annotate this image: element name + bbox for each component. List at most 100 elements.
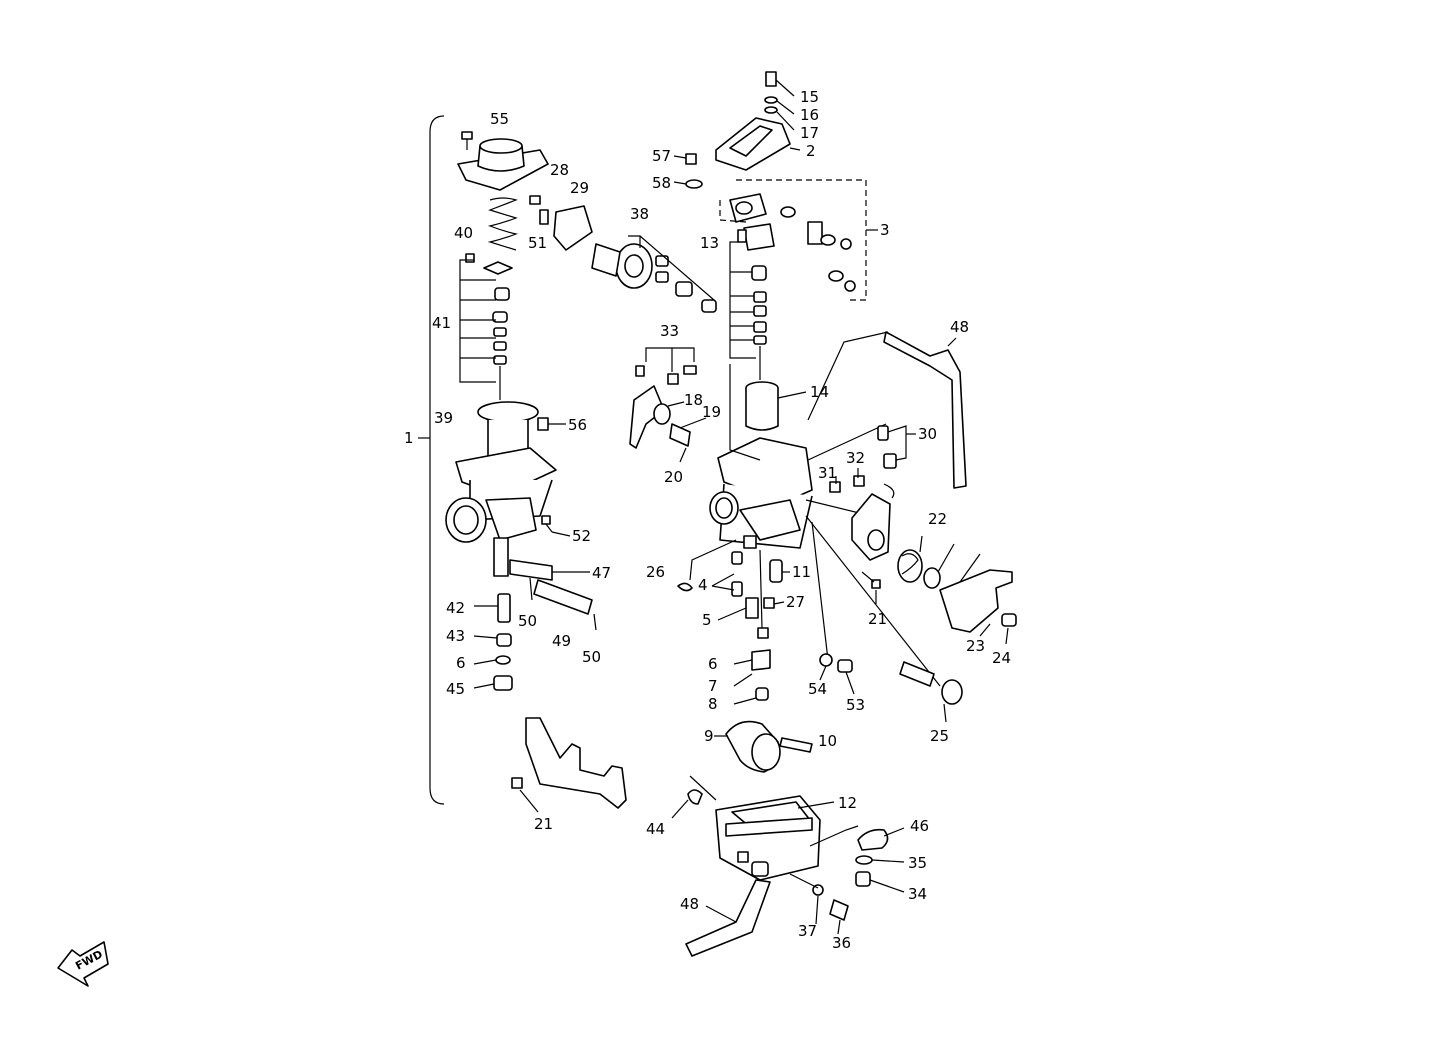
callout-6: 6 [456,654,466,672]
throttle-pieces-28-29 [529,195,593,251]
callout-23: 23 [966,637,985,655]
float-9 [725,720,781,773]
callout-33: 33 [660,322,679,340]
screw-52 [541,515,553,533]
callout-40: 40 [454,224,473,242]
callout-9: 9 [704,727,714,745]
callout-29: 29 [570,179,589,197]
callout-4: 4 [698,576,708,594]
callout-49: 49 [552,632,571,650]
carburetor-body-center [709,437,813,549]
callout-41: 41 [432,314,451,332]
callout-25: 25 [930,727,949,745]
callout-19: 19 [702,403,721,421]
cover-screw [461,131,473,150]
callout-46: 46 [910,817,929,835]
callout-54: 54 [808,680,827,698]
callout-38: 38 [630,205,649,223]
hose-47 [509,559,553,581]
callout-36: 36 [832,934,851,952]
vent-hose-48 [883,331,967,489]
slide-piston-14 [745,381,779,431]
callout-5: 5 [702,611,712,629]
callout-2: 2 [806,142,816,160]
callout-55: 55 [490,110,509,128]
plug-56 [537,417,549,431]
top-cover-2 [715,117,791,171]
callout-50: 50 [518,612,537,630]
callout-42: 42 [446,599,465,617]
diaphragm-spring [487,197,519,251]
callout-52: 52 [572,527,591,545]
jet-needle-set [465,253,513,400]
screw-21-right [871,579,881,589]
callout-20: 20 [664,468,683,486]
callout-34: 34 [908,885,927,903]
callout-45: 45 [446,680,465,698]
callout-57: 57 [652,147,671,165]
main-jet-parts [677,551,783,701]
callout-53: 53 [846,696,865,714]
bracket-screw [511,777,523,789]
callout-21: 21 [868,610,887,628]
float-bowl-12 [715,795,821,881]
callout-58: 58 [652,174,671,192]
hose-49 [533,579,593,615]
callout-32: 32 [846,449,865,467]
callout-28: 28 [550,161,569,179]
callout-39: 39 [434,409,453,427]
callout-3: 3 [880,221,890,239]
callout-16: 16 [800,106,819,124]
callout-56: 56 [568,416,587,434]
callout-48: 48 [950,318,969,336]
callout-22: 22 [928,510,947,528]
callout-27: 27 [786,593,805,611]
screw-53-54 [819,653,853,673]
callout-43: 43 [446,627,465,645]
bowl-screws [855,828,889,887]
choke-lever-31-32 [829,475,895,561]
enrichener-diaphragm [591,243,717,313]
needle-valve-stack [743,223,775,380]
callout-14: 14 [810,383,829,401]
callout-18: 18 [684,391,703,409]
mounting-bracket [525,717,627,809]
callout-31: 31 [818,464,837,482]
callout-11: 11 [792,563,811,581]
callout-35: 35 [908,854,927,872]
callout-10: 10 [818,732,837,750]
callout-17: 17 [800,124,819,142]
assembly-bracket [429,115,445,805]
callout-47: 47 [592,564,611,582]
callout-37: 37 [798,922,817,940]
callout-12: 12 [838,794,857,812]
pilot-jet-set [493,593,513,691]
callout-48: 48 [680,895,699,913]
callout-8: 8 [708,695,718,713]
return-spring-22 [897,549,941,589]
clip-44 [687,789,703,805]
dashed-group-3 [719,179,867,301]
float-pin-10 [779,737,813,753]
callout-30: 30 [918,425,937,443]
choke-parts-3 [729,193,856,292]
throttle-linkage [629,365,697,449]
callout-13: 13 [700,234,719,252]
callout-24: 24 [992,649,1011,667]
top-cover-screws [764,71,778,114]
screws-30 [877,425,897,469]
screw-57-58 [685,153,703,189]
callout-6: 6 [708,655,718,673]
callout-26: 26 [646,563,665,581]
callout-15: 15 [800,88,819,106]
throttle-cam-18 [939,569,1017,633]
fwd-arrow-icon: FWD [57,941,109,987]
callout-1: 1 [404,429,414,447]
callout-7: 7 [708,677,718,695]
carburetor-body-left [445,447,557,577]
idle-screw-25 [899,661,963,705]
callout-21: 21 [534,815,553,833]
callout-44: 44 [646,820,665,838]
callout-51: 51 [528,234,547,252]
